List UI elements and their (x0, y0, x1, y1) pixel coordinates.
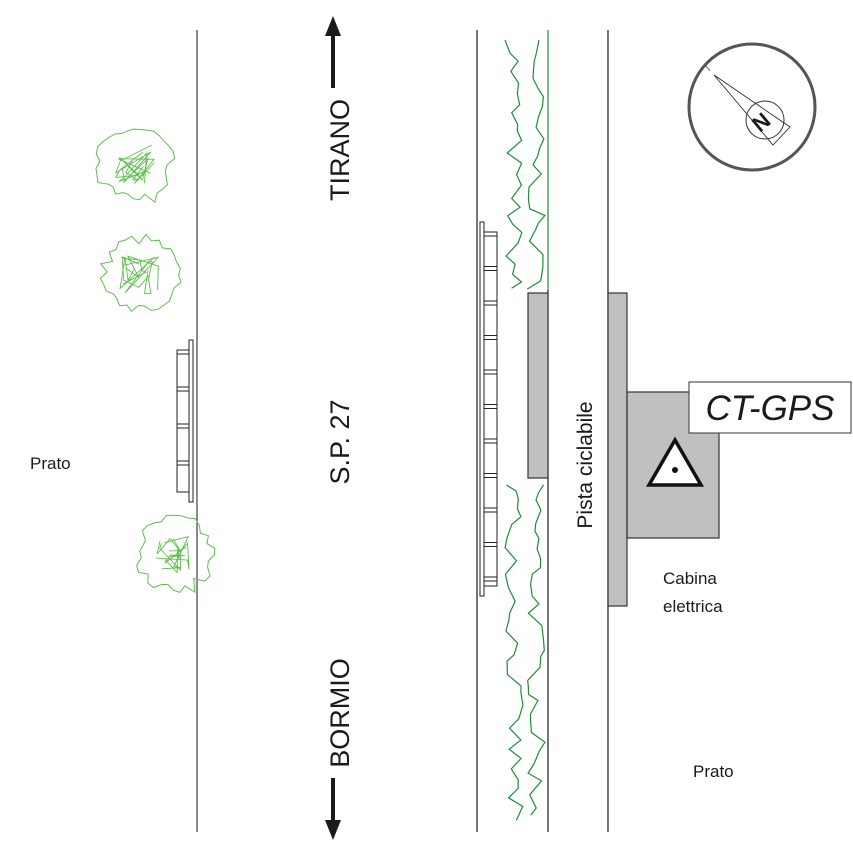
station-label-box (688, 381, 852, 434)
tree-branch (143, 261, 153, 295)
guardrail-post (176, 460, 190, 466)
vegetation-scribble (526, 39, 546, 290)
vegetation-strip (504, 39, 546, 821)
road-label: S.P. 27 (325, 399, 355, 484)
guardrail-post (176, 386, 190, 392)
meadow-label-right: Prato (693, 762, 734, 781)
meadow-label-left: Prato (30, 454, 71, 473)
cabin-label-line1: Cabina (663, 569, 717, 588)
bike-path-label: Pista ciclabile (574, 401, 597, 528)
tree-icon (99, 233, 182, 313)
tree-branch (156, 538, 181, 555)
guardrail-post (483, 369, 498, 375)
tree-branch (122, 256, 160, 294)
guardrail-post (483, 404, 498, 409)
vegetation-scribble (527, 484, 546, 816)
gps-station-marker (645, 436, 705, 487)
tree-branch (114, 151, 144, 179)
guardrail-post (483, 300, 498, 306)
direction-label-bormio: BORMIO (325, 658, 355, 768)
guardrail-post (483, 576, 498, 582)
guardrail-body (176, 349, 190, 493)
curb-right (607, 292, 628, 607)
guardrail-post (483, 438, 498, 444)
tree-branch (121, 256, 150, 288)
tree-branch (159, 543, 182, 572)
vegetation-scribble (504, 484, 524, 821)
tree-icon (95, 128, 176, 203)
cabin-label-line2: elettrica (663, 597, 723, 616)
guardrail-post (483, 266, 498, 271)
guardrail-post (176, 423, 190, 429)
guardrail-left (176, 339, 194, 503)
tree-branch (115, 144, 153, 184)
tree-branch (161, 536, 190, 570)
guardrail-post (483, 335, 498, 340)
guardrail-beam (479, 221, 485, 597)
guardrail-post (483, 231, 498, 237)
tree-branch (125, 255, 159, 290)
guardrail-right (479, 221, 498, 597)
guardrail-post (483, 542, 498, 547)
tree-canopy (99, 233, 182, 313)
guardrail-post (483, 473, 498, 478)
triangle-icon (645, 436, 705, 487)
curb-left (527, 292, 549, 479)
direction-label-tirano: TIRANO (325, 99, 355, 201)
tree-icon (136, 514, 216, 593)
tree-branch (164, 546, 187, 564)
tree-branch (122, 257, 147, 285)
benchmark-dot-icon (672, 467, 678, 473)
tree-branch (119, 256, 156, 290)
trees (95, 128, 216, 593)
guardrail-post (176, 349, 190, 355)
south-arrow-icon (325, 778, 341, 840)
tree-branch (118, 158, 155, 184)
north-arrow-icon (325, 16, 341, 88)
tree-canopy (136, 514, 216, 593)
compass-icon: N (687, 42, 817, 172)
vegetation-scribble (504, 39, 523, 289)
tree-canopy (95, 128, 176, 203)
guardrail-post (483, 507, 498, 513)
guardrail-beam (188, 339, 194, 503)
station-label: CT-GPS (705, 389, 834, 428)
